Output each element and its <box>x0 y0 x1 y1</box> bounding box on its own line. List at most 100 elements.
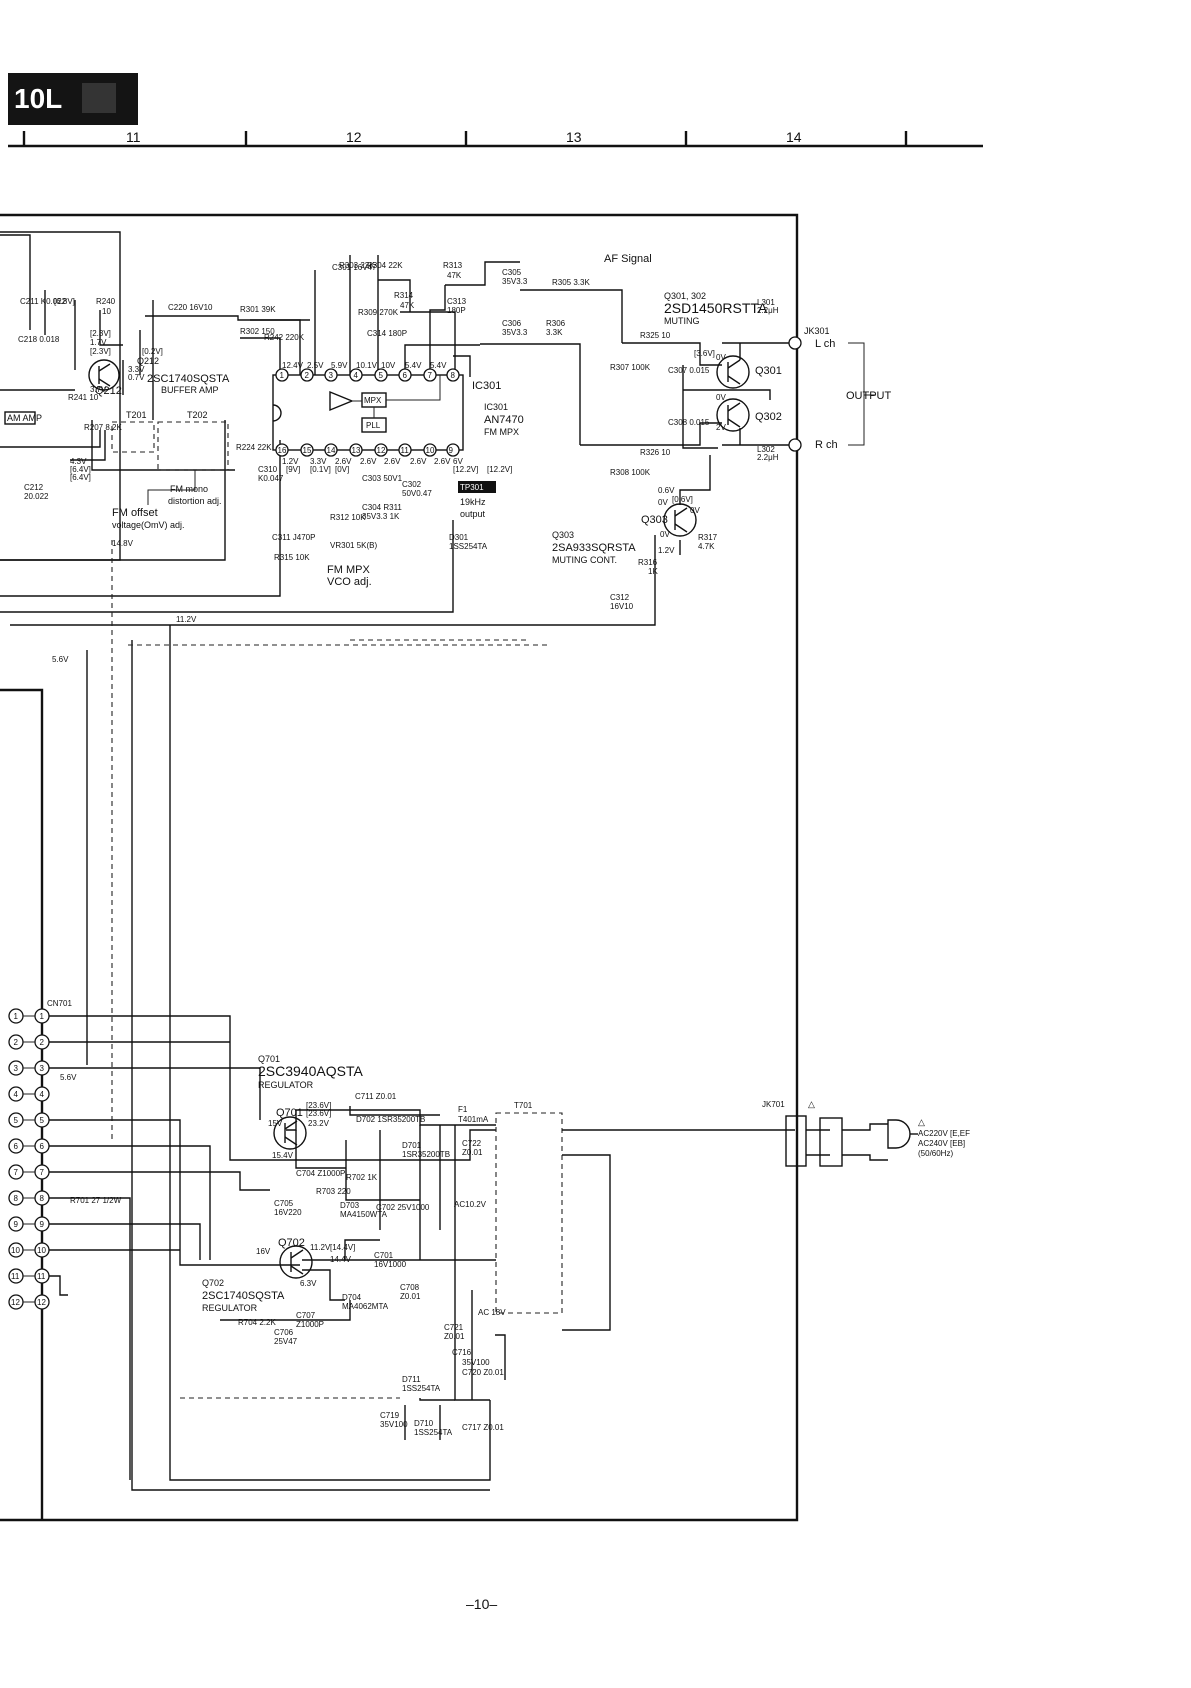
ic301-pin <box>324 443 338 457</box>
ic301-pin <box>349 368 363 382</box>
wire <box>679 455 711 505</box>
wire <box>0 234 31 330</box>
component-label: C717 Z0.01 <box>462 1423 504 1432</box>
ic301-pin-number: 5 <box>379 371 384 380</box>
ic301-pin-number: 3 <box>329 371 334 380</box>
component-label: R312 10K <box>330 513 366 522</box>
power-wiring <box>47 1015 918 1480</box>
component-label: 2.2μH <box>757 453 779 462</box>
ic301-pin <box>300 443 314 457</box>
component-label: R316 <box>638 558 658 567</box>
ic301-pin <box>446 368 460 382</box>
voltage-label: 14.4V <box>330 1255 352 1264</box>
f1-label: F1 <box>458 1105 468 1114</box>
t701-box <box>495 1112 563 1314</box>
component-label: D301 <box>449 533 469 542</box>
ac-label-3: (50/60Hz) <box>918 1149 953 1158</box>
ic301-pin-number: 10 <box>426 446 435 455</box>
component-label: Z0.01 <box>444 1332 465 1341</box>
voltage-label: [2.3V] <box>90 347 111 356</box>
voltage-label: 11.2V <box>310 1243 331 1252</box>
ic301-pin-number: 9 <box>449 446 454 455</box>
mpx-block-label: MPX <box>364 396 382 405</box>
cn701-pin-number: 4 <box>14 1090 19 1099</box>
voltage-label: [14.4V] <box>330 1243 355 1252</box>
frame-outline <box>0 213 799 1522</box>
voltage-label: [9V] <box>286 465 300 474</box>
jk301-label: JK301 <box>804 326 830 336</box>
component-label: C218 0.018 <box>18 335 60 344</box>
t202-box <box>157 421 229 471</box>
component-label: R242 220K <box>264 333 305 342</box>
component-label: 20.022 <box>24 492 49 501</box>
ac-label-2: AC240V [EB] <box>918 1139 965 1148</box>
ic301-pin-number: 2 <box>305 371 310 380</box>
component-label: R309 270K <box>358 308 399 317</box>
wire <box>169 625 491 1481</box>
wire <box>520 289 623 343</box>
component-label: R241 10 <box>68 393 99 402</box>
voltage-label: [0.2V] <box>142 347 163 356</box>
q702-symbol <box>279 1245 313 1279</box>
voltage-label: [0V] <box>335 465 349 474</box>
voltage-label: 14.8V <box>112 539 134 548</box>
component-label: MA4062MTA <box>342 1302 389 1311</box>
component-label: C212 <box>24 483 44 492</box>
component-label: C304 R311 <box>362 503 402 512</box>
wire <box>445 261 520 286</box>
voltage-label: [6.4V] <box>70 465 91 474</box>
voltage-label: 1.2V <box>282 457 299 466</box>
voltage-label: [12.2V] <box>453 465 478 474</box>
component-label: C308 0.015 <box>668 418 710 427</box>
ic301-pin <box>275 368 289 382</box>
component-label: R307 100K <box>610 363 651 372</box>
ic301-pin <box>423 443 437 457</box>
voltage-label: 5.4V <box>430 361 447 370</box>
grid-col-11: 11 <box>126 129 141 145</box>
component-label: D704 <box>342 1293 362 1302</box>
t701-label: T701 <box>514 1101 533 1110</box>
component-label: R704 2.2K <box>238 1318 276 1327</box>
q212-func: BUFFER AMP <box>161 385 219 395</box>
component-label: C721 <box>444 1323 464 1332</box>
component-label: 16V220 <box>274 1208 302 1217</box>
wire <box>682 365 718 449</box>
cn701-label: CN701 <box>47 999 72 1008</box>
page-number: –10– <box>466 1596 497 1612</box>
component-label: 1SS254TA <box>414 1428 453 1437</box>
ic301: MPX PLL <box>272 374 464 451</box>
fm-offset-adj-1: FM offset <box>112 507 158 519</box>
voltage-label: 2.6V <box>360 457 377 466</box>
am-amp-box <box>4 411 36 425</box>
cn701-pin-number: 12 <box>11 1298 20 1307</box>
component-label: R224 22K <box>236 443 272 452</box>
component-label: R301 39K <box>240 305 276 314</box>
ic301-pin-number: 6 <box>403 371 408 380</box>
component-label: D703 <box>340 1201 360 1210</box>
component-label: D710 <box>414 1419 434 1428</box>
q301-symbol <box>716 355 750 389</box>
component-label: 16V10 <box>610 602 634 611</box>
voltage-label: [6.8V] <box>54 297 75 306</box>
component-label: R305 3.3K <box>552 278 590 287</box>
voltage-label: [0.1V] <box>310 465 331 474</box>
pll-block-label: PLL <box>366 421 381 430</box>
section-tag: 10L <box>8 73 138 125</box>
voltage-label: 10.1V <box>356 361 378 370</box>
cn701-pin-number: 11 <box>37 1272 46 1281</box>
component-label: R207 8.2K <box>84 423 122 432</box>
frame-lower-left <box>0 688 44 1520</box>
component-label: R325 10 <box>640 331 671 340</box>
q701-func: REGULATOR <box>258 1080 314 1090</box>
voltage-label: 2.6V <box>335 457 352 466</box>
q302-label: Q302 <box>755 411 782 423</box>
q702-ref: Q702 <box>202 1278 224 1288</box>
component-label: R314 <box>394 291 414 300</box>
tp301-label: TP301 <box>460 483 484 492</box>
component-label: R313 <box>443 261 463 270</box>
wire <box>47 1223 201 1260</box>
voltage-label: 0V <box>716 393 726 402</box>
voltage-label: 1.7V <box>90 338 107 347</box>
voltage-label: 2.6V <box>434 457 451 466</box>
